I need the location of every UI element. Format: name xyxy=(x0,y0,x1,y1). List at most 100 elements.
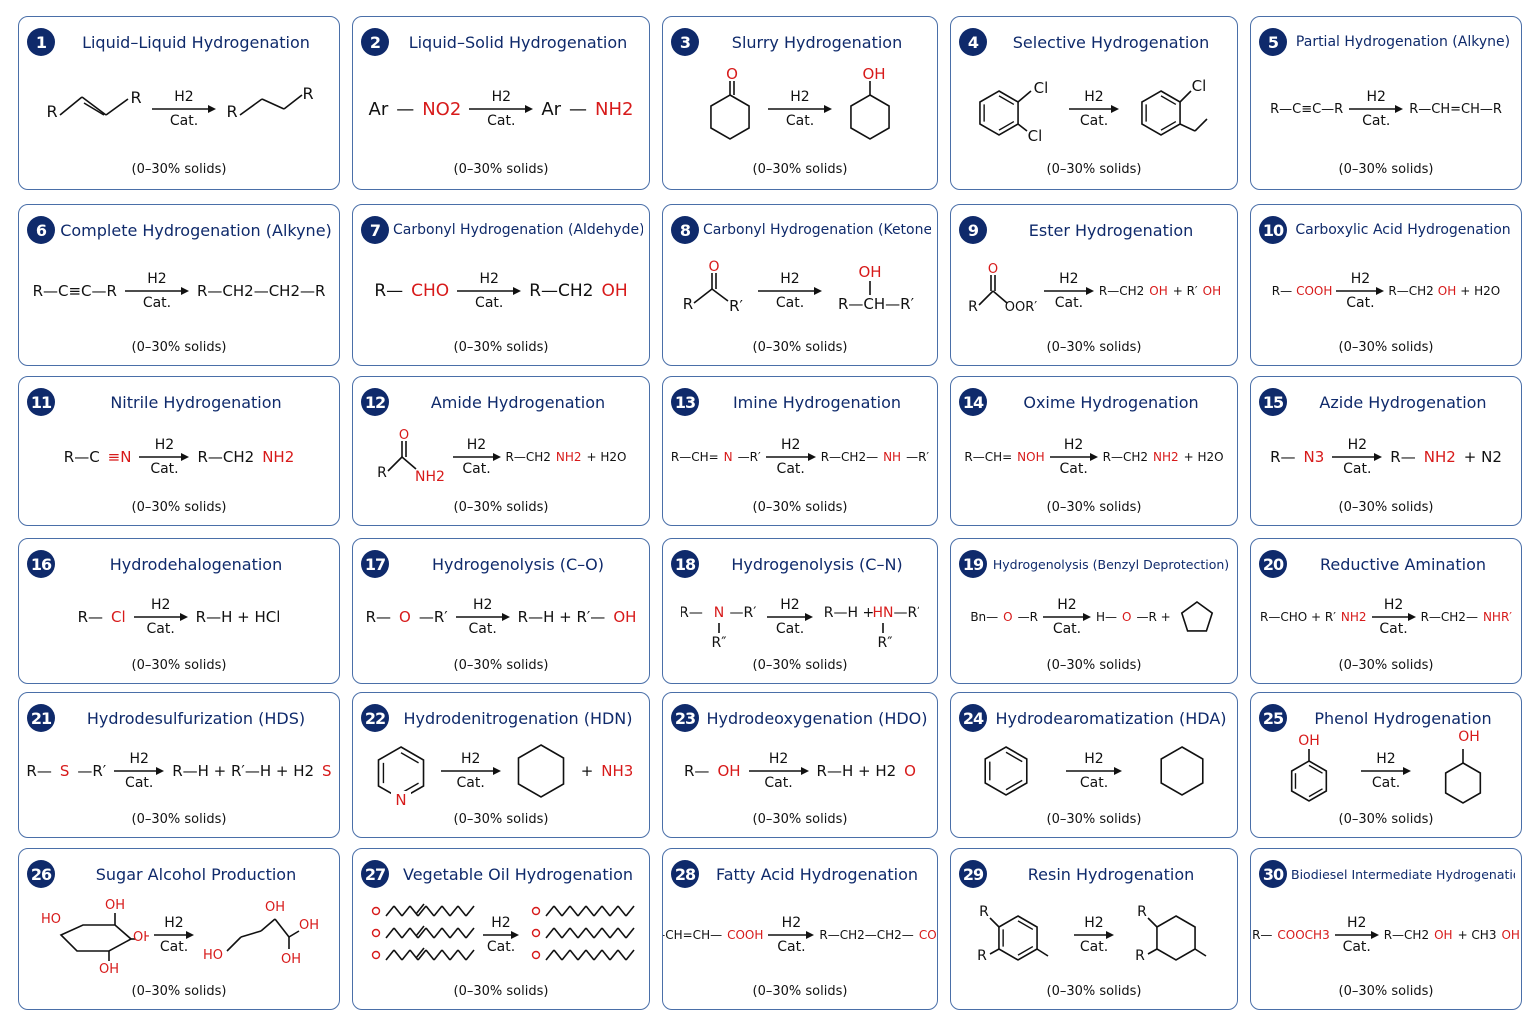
label-r18a: R— xyxy=(681,605,703,621)
reaction-arrow: H2 Cat. xyxy=(1332,437,1383,477)
aromatic-ring xyxy=(998,915,1038,961)
label-r13a: R—CH= xyxy=(670,450,719,464)
solids-note: (0–30% solids) xyxy=(1046,984,1142,999)
solids-note: (0–30% solids) xyxy=(453,500,549,515)
label-r21c: —R′ xyxy=(77,762,107,780)
bond-line xyxy=(1017,123,1028,132)
cyclohexanol-structure: OH xyxy=(850,67,890,140)
label-R: R xyxy=(1135,948,1145,964)
catalyst-label: Cat. xyxy=(475,295,504,311)
label-p12a: R—CH2 xyxy=(505,450,551,464)
reaction-card: 7 Carbonyl Hydrogenation (Aldehyde) R—CH… xyxy=(352,204,650,366)
catalyst-label: Cat. xyxy=(1059,461,1088,477)
label-r19a: Bn— xyxy=(970,610,999,624)
arrow-icon xyxy=(1043,287,1094,295)
arrow-icon xyxy=(1069,105,1119,113)
card-number-badge: 7 xyxy=(361,216,389,244)
label-r23b: OH xyxy=(717,762,741,780)
label-r19c: —R xyxy=(1017,610,1038,624)
label-r28b: COOH xyxy=(727,928,764,942)
catalyst-label: Cat. xyxy=(1079,939,1109,955)
label-p15b: NH2 xyxy=(1423,448,1456,466)
catalyst-label: Cat. xyxy=(150,461,179,477)
label-p15a: R— xyxy=(1390,448,1416,466)
double-bond xyxy=(1160,95,1177,106)
catalyst-label: Cat. xyxy=(1346,295,1375,311)
card-number-badge: 19 xyxy=(959,550,987,578)
bond-line xyxy=(283,94,303,110)
reagent-label: H2 xyxy=(1383,597,1404,613)
reaction-card: 22 Hydrodenitrogenation (HDN) N H2 Cat. … xyxy=(352,692,650,838)
chain-bond xyxy=(425,927,435,939)
chain-bond xyxy=(577,927,587,939)
label-OH: OH xyxy=(299,918,319,933)
card-number-badge: 3 xyxy=(671,28,699,56)
label-p20b: NHR′ xyxy=(1482,610,1512,624)
card-header: 7 Carbonyl Hydrogenation (Aldehyde) xyxy=(361,215,643,245)
card-title: Hydrodehalogenation xyxy=(109,554,283,574)
card-title: Slurry Hydrogenation xyxy=(731,32,903,52)
reaction-arrow: H2 Cat. xyxy=(1074,915,1114,955)
chain-bond xyxy=(401,949,411,961)
chain-bond xyxy=(601,927,611,939)
solids-note: (0–30% solids) xyxy=(453,162,549,177)
catalyst-label: Cat. xyxy=(1362,113,1391,129)
label-p21a: R—H + R′—H + H2 xyxy=(172,762,315,780)
arrow-icon xyxy=(758,287,822,295)
card-header: 14 Oxime Hydrogenation xyxy=(959,387,1231,417)
card-number-badge: 5 xyxy=(1259,28,1287,56)
label-r14b: NOH xyxy=(1017,450,1045,464)
reagent-label: H2 xyxy=(147,271,167,287)
pyridine-structure: N xyxy=(377,746,425,809)
label-O: O xyxy=(708,259,719,275)
arrow-icon xyxy=(133,613,188,621)
card-number-badge: 9 xyxy=(959,216,987,244)
catalyst-label: Cat. xyxy=(486,939,516,955)
chain-bond xyxy=(385,949,395,961)
label-r5: R—C≡C—R xyxy=(1270,101,1344,117)
chain-bond xyxy=(609,905,619,917)
label-R: R xyxy=(683,295,693,313)
label-p10a: R—CH2 xyxy=(1388,284,1434,298)
reaction-scheme: R—CH=N—R′ H2 Cat. R—CH2—NH—R′ xyxy=(669,421,931,493)
arrow-icon xyxy=(1336,287,1385,295)
reaction-arrow: H2 Cat. xyxy=(133,597,188,637)
label-r20a: R—CHO + R′ xyxy=(1259,610,1336,624)
reaction-scheme: R—O—R′ H2 Cat. R—H + R′—OH xyxy=(359,583,643,651)
label-r19b: O xyxy=(1003,610,1013,624)
triglyceride-unsaturated-structure xyxy=(371,903,475,961)
solids-note: (0–30% solids) xyxy=(131,500,227,515)
label-p12b: NH2 xyxy=(555,450,582,464)
solids-note: (0–30% solids) xyxy=(752,984,848,999)
arrow-icon xyxy=(483,931,519,939)
card-title: Selective Hydrogenation xyxy=(1012,32,1210,52)
label-r17c: —R′ xyxy=(418,608,448,626)
label-p21b: S xyxy=(322,762,332,780)
chain-bond xyxy=(585,905,595,917)
label-NO2: NO2 xyxy=(422,98,462,120)
label-N: N xyxy=(395,791,406,809)
phenol-ring xyxy=(1290,760,1328,802)
label-r13c: —R′ xyxy=(737,450,761,464)
arrow-icon xyxy=(452,453,501,461)
double-bond xyxy=(415,947,425,959)
solids-note: (0–30% solids) xyxy=(1046,812,1142,827)
tertiary-amine-structure: R—N—R′R″ xyxy=(681,605,756,647)
chain-bond xyxy=(401,927,411,939)
bond-line xyxy=(1017,90,1032,103)
chain-bond xyxy=(561,927,571,939)
double-bond xyxy=(1005,779,1023,791)
label-OH: OH xyxy=(265,900,285,915)
chain-bond xyxy=(409,927,419,939)
label-p11a: R—CH2 xyxy=(197,448,255,466)
card-header: 10 Carboxylic Acid Hydrogenation xyxy=(1259,215,1515,245)
bond-line xyxy=(1179,90,1192,103)
bond-line xyxy=(288,930,300,938)
label-R: R xyxy=(46,102,57,121)
reagent-label: H2 xyxy=(780,437,801,453)
